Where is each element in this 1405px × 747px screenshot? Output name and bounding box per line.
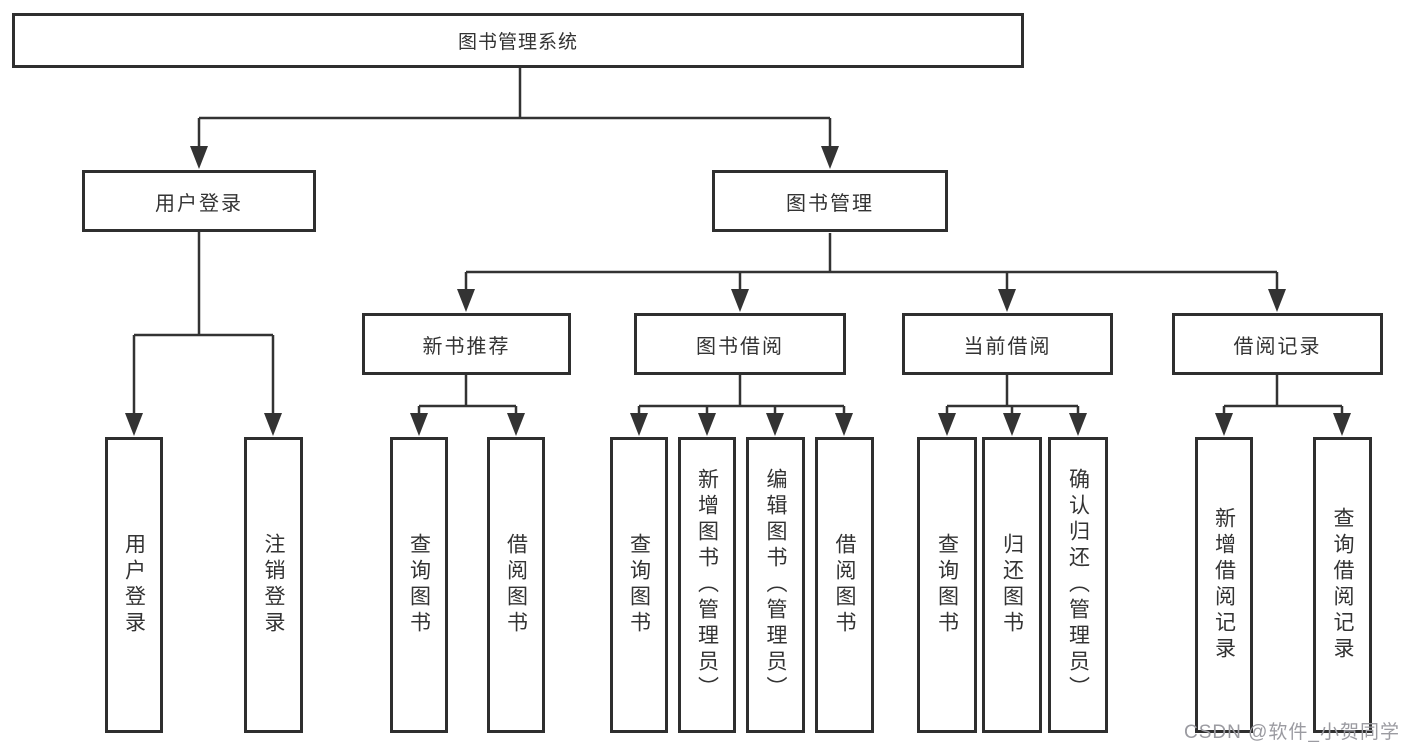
node-leaf-user-login-label: 用户登录 — [122, 533, 146, 637]
node-leaf-confirm-return-admin-label: 确认归还（管理员） — [1066, 468, 1090, 702]
node-new-book-recommend-label: 新书推荐 — [422, 335, 511, 358]
node-book-borrow-label: 图书借阅 — [696, 335, 784, 358]
node-new-book-recommend: 新书推荐 — [362, 313, 571, 375]
node-leaf-return-books-label: 归还图书 — [1000, 533, 1024, 637]
node-leaf-query-borrow-record-label: 查询借阅记录 — [1331, 507, 1354, 663]
node-leaf-add-book-admin-label: 新增图书（管理员） — [695, 468, 719, 702]
node-borrow-records: 借阅记录 — [1172, 313, 1383, 375]
node-leaf-logout: 注销登录 — [244, 437, 303, 733]
node-leaf-borrow-books-1: 借阅图书 — [487, 437, 545, 733]
node-leaf-borrow-books-1-label: 借阅图书 — [504, 533, 528, 637]
connector-lines — [132, 68, 1344, 418]
node-book-management-label: 图书管理 — [786, 192, 874, 215]
node-leaf-borrow-books-2: 借阅图书 — [815, 437, 874, 733]
node-leaf-return-books: 归还图书 — [982, 437, 1042, 733]
node-current-borrow-label: 当前借阅 — [963, 335, 1052, 358]
node-root: 图书管理系统 — [12, 13, 1024, 68]
node-leaf-borrow-books-2-label: 借阅图书 — [833, 533, 856, 637]
node-leaf-query-books-2-label: 查询图书 — [627, 533, 651, 637]
node-leaf-add-borrow-record-label: 新增借阅记录 — [1212, 507, 1236, 663]
node-leaf-edit-book-admin: 编辑图书（管理员） — [746, 437, 805, 733]
node-current-borrow: 当前借阅 — [902, 313, 1113, 375]
node-leaf-query-books-3: 查询图书 — [917, 437, 977, 733]
node-leaf-query-borrow-record: 查询借阅记录 — [1313, 437, 1372, 733]
node-leaf-user-login: 用户登录 — [105, 437, 163, 733]
watermark: CSDN @软件_小贺同学 — [1184, 722, 1400, 743]
node-user-login-label: 用户登录 — [155, 192, 243, 215]
node-leaf-edit-book-admin-label: 编辑图书（管理员） — [764, 468, 787, 702]
node-root-label: 图书管理系统 — [457, 32, 578, 53]
node-borrow-records-label: 借阅记录 — [1233, 335, 1322, 358]
node-leaf-query-books-3-label: 查询图书 — [935, 533, 959, 637]
node-leaf-query-books-1: 查询图书 — [390, 437, 448, 733]
node-book-borrow: 图书借阅 — [634, 313, 846, 375]
node-leaf-add-borrow-record: 新增借阅记录 — [1195, 437, 1253, 733]
node-leaf-query-books-2: 查询图书 — [610, 437, 668, 733]
node-book-management: 图书管理 — [712, 170, 948, 232]
node-leaf-logout-label: 注销登录 — [262, 533, 285, 637]
node-leaf-query-books-1-label: 查询图书 — [407, 533, 431, 637]
arrowheads — [125, 146, 1351, 436]
node-user-login: 用户登录 — [82, 170, 316, 232]
node-leaf-add-book-admin: 新增图书（管理员） — [678, 437, 736, 733]
node-leaf-confirm-return-admin: 确认归还（管理员） — [1048, 437, 1108, 733]
